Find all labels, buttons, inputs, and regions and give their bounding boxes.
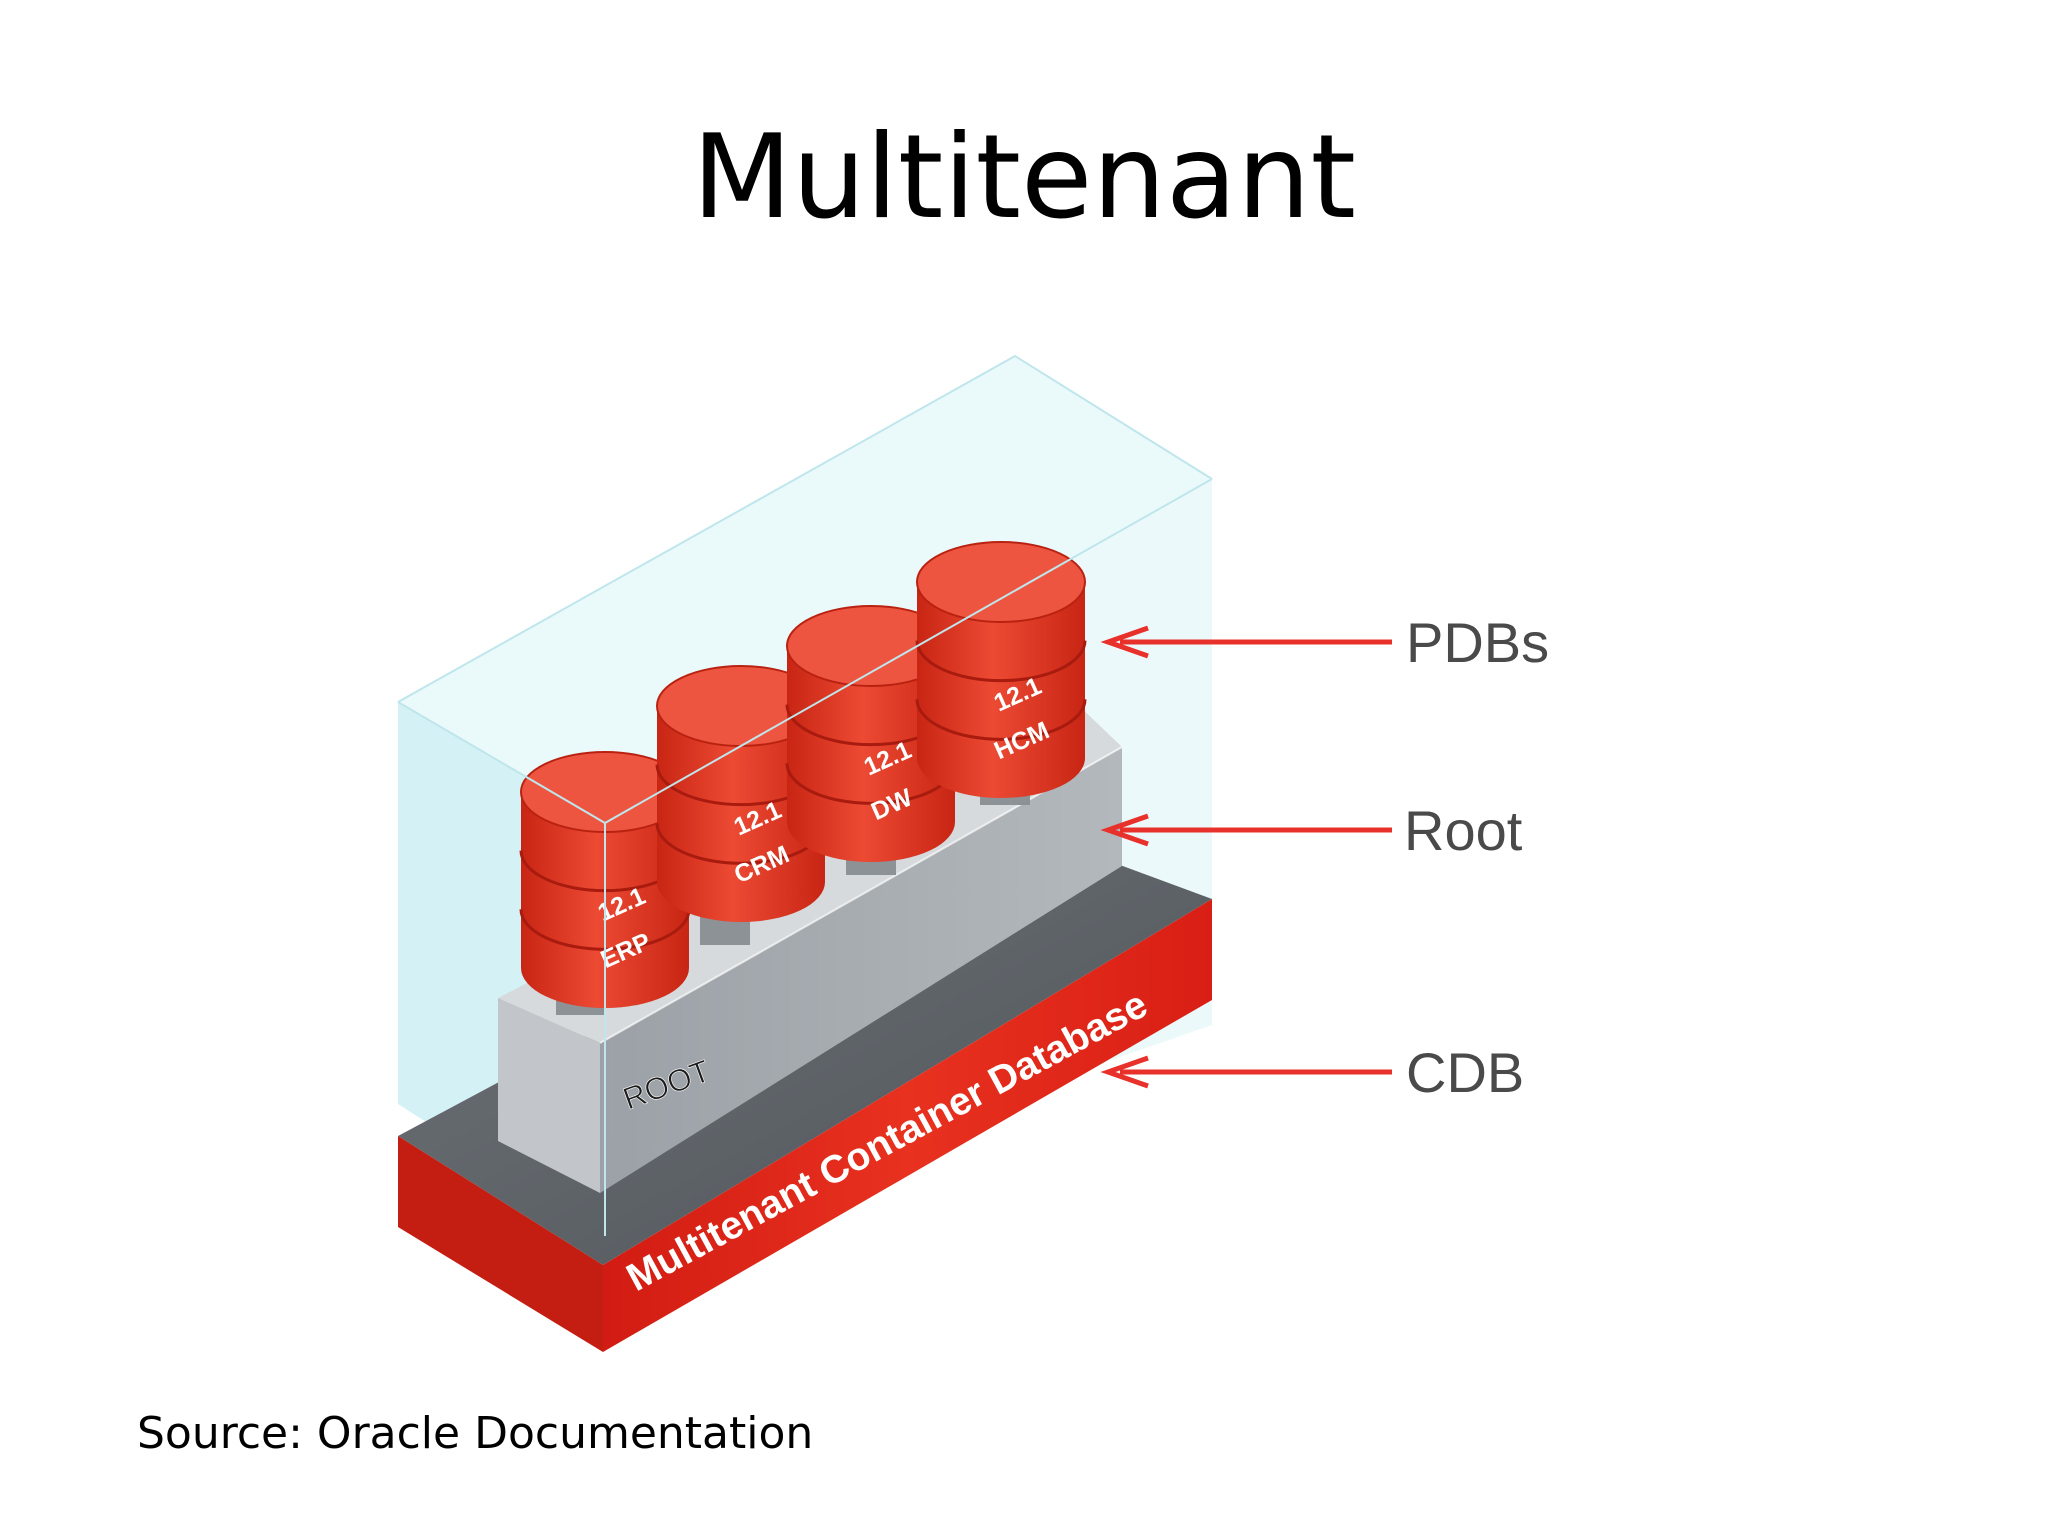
pdb-body	[917, 582, 1085, 798]
pdb-body	[657, 706, 825, 922]
callout-label-cdb: CDB	[1406, 1041, 1524, 1104]
pdb-tier-line	[915, 699, 1087, 741]
source-note: Source: Oracle Documentation	[137, 1408, 814, 1459]
glass-edges	[397, 354, 1213, 1236]
pdb-tier-line	[915, 640, 1087, 683]
callout-arrow-cdb	[1100, 1055, 1392, 1089]
pdb-cylinder-dw: 12.1DW	[785, 605, 957, 862]
slide-title: Multitenant	[692, 110, 1356, 245]
pdb-body	[787, 646, 955, 862]
callout-arrow-root	[1100, 813, 1392, 847]
callout-label-pdbs: PDBs	[1406, 611, 1549, 674]
callout-label-root: Root	[1404, 799, 1523, 862]
callout-arrow-pdbs	[1100, 625, 1392, 659]
pdb-top	[916, 541, 1086, 623]
